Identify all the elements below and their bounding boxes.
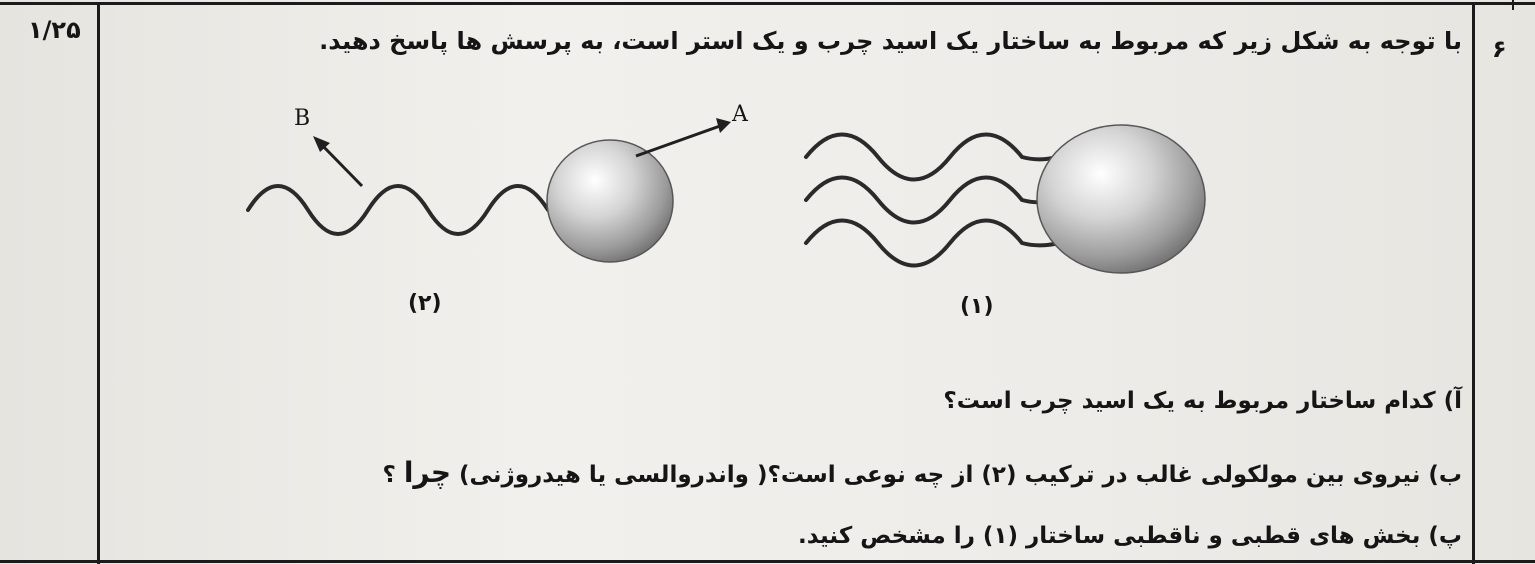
top-border	[0, 2, 1535, 5]
structure-1-polar-head	[1036, 124, 1206, 274]
right-column-divider	[1472, 2, 1475, 564]
question-intro: با توجه به شکل زیر که مربوط به ساختار یک…	[319, 27, 1462, 55]
structure-2-hydrocarbon-tail	[246, 184, 550, 236]
arrow-b-line	[316, 139, 364, 188]
question-part-b-main: ب) نیروی بین مولکولی غالب در ترکیب (۲) ا…	[459, 462, 1462, 488]
arrow-a-line	[635, 124, 721, 158]
question-part-b: ب) نیروی بین مولکولی غالب در ترکیب (۲) ا…	[382, 456, 1462, 489]
top-right-tick	[1512, 0, 1514, 10]
label-b: B	[294, 106, 311, 131]
structure-1-tail-1	[804, 132, 1070, 182]
structure-1-tail-2	[804, 175, 1070, 225]
score-value: ۱/۲۵	[28, 16, 81, 44]
question-part-b-end: ؟	[382, 462, 396, 488]
structure-2-polar-head	[546, 139, 674, 263]
bottom-border	[0, 560, 1535, 563]
caption-structure-1: (۱)	[960, 294, 994, 319]
arrow-a-head	[716, 118, 731, 133]
question-part-c: پ) بخش های قطبی و ناقطبی ساختار (۱) را م…	[798, 523, 1462, 549]
caption-structure-2: (۲)	[408, 291, 442, 316]
question-number: ۶	[1492, 35, 1507, 63]
left-column-divider	[97, 2, 100, 564]
question-part-a: آ) کدام ساختار مربوط به یک اسید چرب است؟	[943, 388, 1462, 414]
question-part-b-why: چرا	[403, 456, 452, 489]
arrow-b-head	[313, 136, 330, 152]
structure-1-tail-3	[804, 218, 1070, 268]
label-a: A	[732, 102, 748, 127]
